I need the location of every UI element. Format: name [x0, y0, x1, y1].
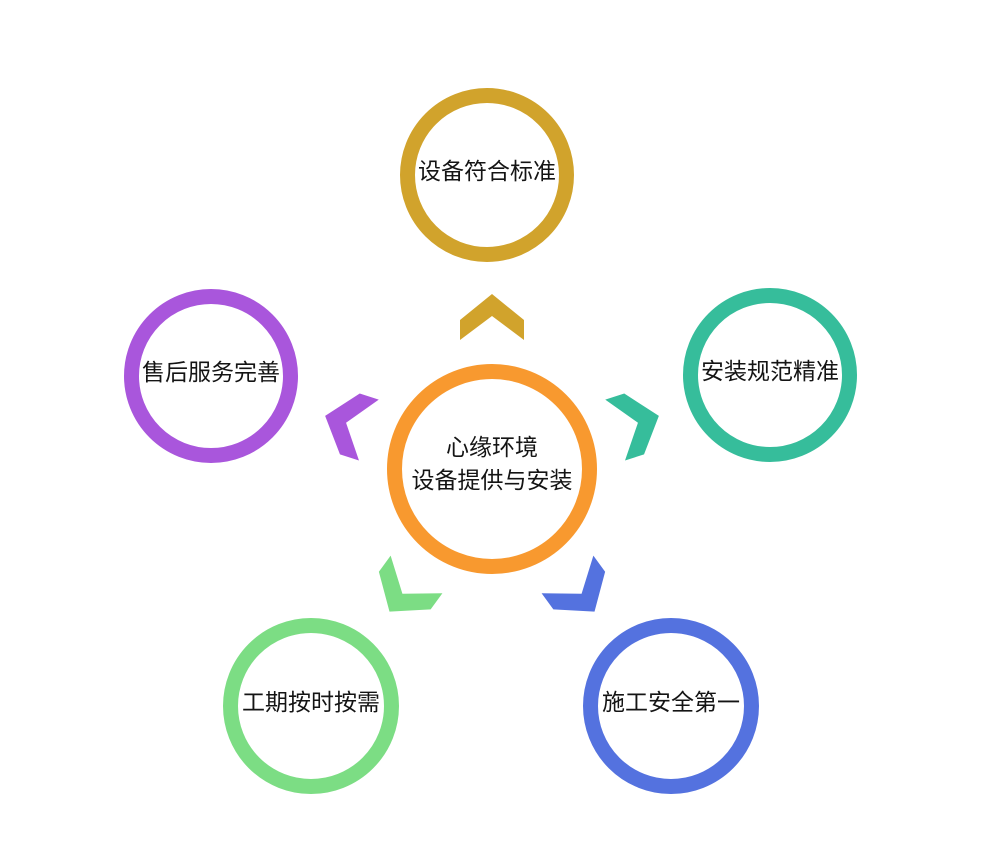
chevron-arrow-bottom-left-shape [378, 555, 443, 612]
node-label-bottom-left: 工期按时按需 [242, 689, 380, 715]
node-label-top: 设备符合标准 [418, 158, 556, 184]
chevron-arrow-right-icon [605, 393, 659, 461]
node-circle-top: 设备符合标准 [400, 88, 574, 262]
chevron-arrow-left-icon [325, 393, 379, 461]
chevron-arrow-bottom-right-icon [541, 555, 606, 612]
center-node-circle: 心缘环境 设备提供与安装 [387, 364, 597, 574]
node-label-left: 售后服务完善 [142, 359, 280, 385]
chevron-arrow-left-shape [325, 393, 379, 461]
chevron-arrow-bottom-right-shape [541, 555, 606, 612]
node-label-right: 安装规范精准 [701, 358, 839, 384]
center-node-label-line2: 设备提供与安装 [411, 468, 573, 493]
node-circle-bottom-left: 工期按时按需 [223, 618, 399, 794]
chevron-arrow-bottom-left-icon [378, 555, 443, 612]
node-circle-left: 售后服务完善 [124, 289, 298, 463]
center-node-label: 心缘环境 设备提供与安装 [412, 431, 573, 497]
chevron-arrow-top-shape [460, 294, 524, 340]
center-node-label-line1: 心缘环境 [446, 435, 538, 460]
node-label-bottom-right: 施工安全第一 [602, 689, 740, 715]
node-circle-bottom-right: 施工安全第一 [583, 618, 759, 794]
node-circle-right: 安装规范精准 [683, 288, 857, 462]
chevron-arrow-right-shape [605, 393, 659, 461]
chevron-arrow-top-icon [460, 294, 524, 340]
